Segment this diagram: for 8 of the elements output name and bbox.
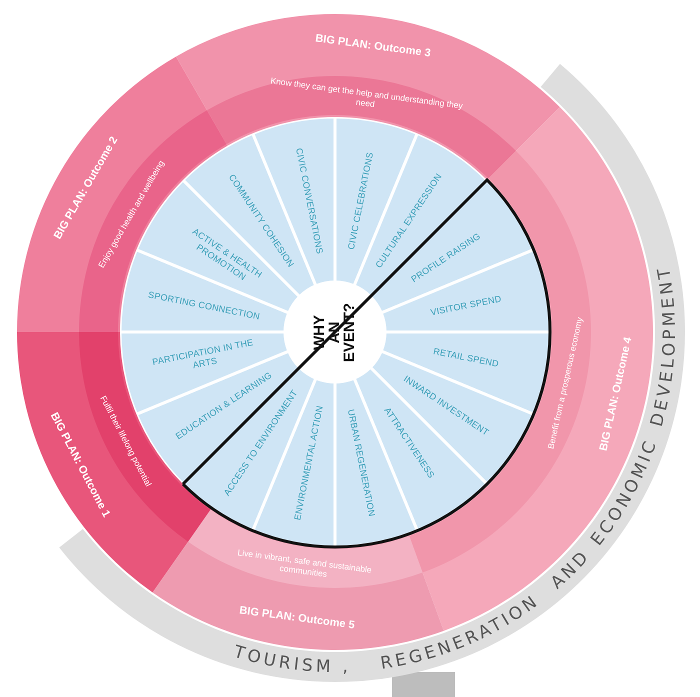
arc-band-label: TOURISM ,	[232, 642, 352, 678]
outcome-heading: BIG PLAN: Outcome 3	[314, 32, 431, 60]
outcome-description: Live in vibrant, safe and sustainable communities	[236, 546, 374, 581]
outcome-heading: BIG PLAN: Outcome 5	[239, 604, 356, 632]
outcome-description: Benefit from a prosperous economy	[544, 315, 586, 452]
outcome-description: Know they can get the help and understanding they need	[268, 75, 464, 113]
segment-label: RETAIL SPEND	[432, 345, 502, 372]
segment-label: VISITOR SPEND	[429, 292, 504, 320]
